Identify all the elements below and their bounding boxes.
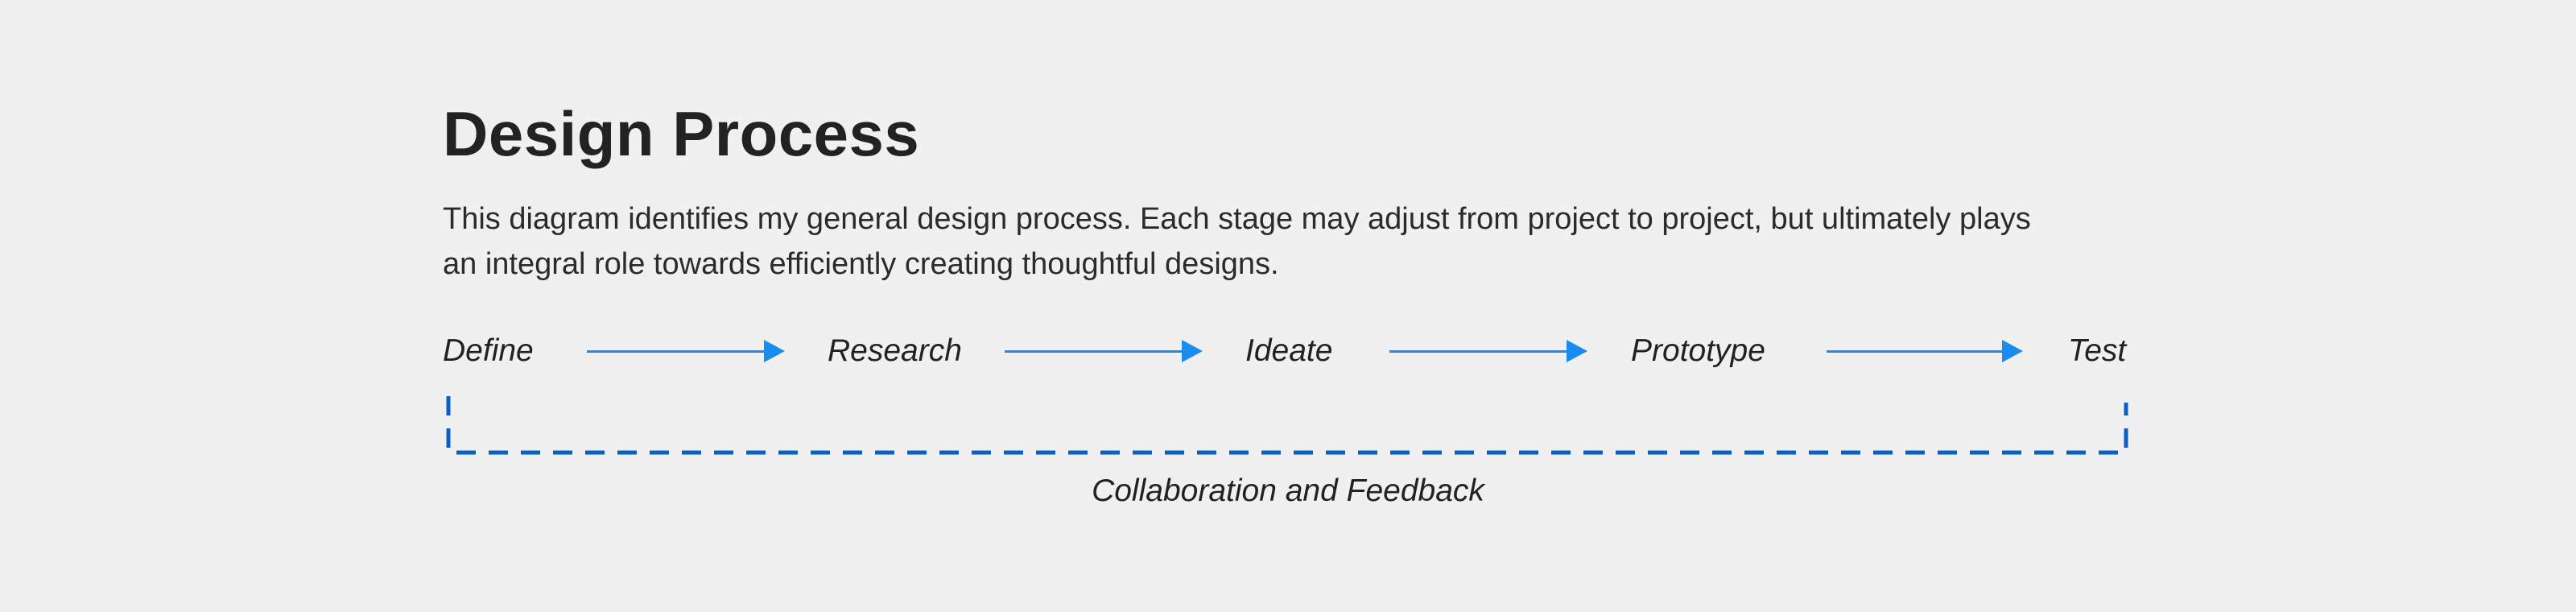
feedback-label: Collaboration and Feedback	[1092, 473, 1484, 508]
description: This diagram identifies my general desig…	[443, 196, 2182, 287]
stage-ideate: Ideate	[1245, 333, 1333, 368]
stage-prototype: Prototype	[1631, 333, 1765, 368]
arrow-define-to-research	[587, 340, 785, 362]
arrow-prototype-to-test	[1827, 340, 2023, 362]
stage-define: Define	[443, 333, 534, 368]
arrow-ideate-to-prototype	[1389, 340, 1587, 362]
stage-research: Research	[828, 333, 962, 368]
description-line-1: This diagram identifies my general desig…	[443, 202, 2031, 236]
stage-test: Test	[2068, 333, 2127, 368]
page-title: Design Process	[443, 98, 920, 169]
arrow-research-to-ideate	[1005, 340, 1203, 362]
description-line-2: an integral role towards efficiently cre…	[443, 247, 1279, 281]
